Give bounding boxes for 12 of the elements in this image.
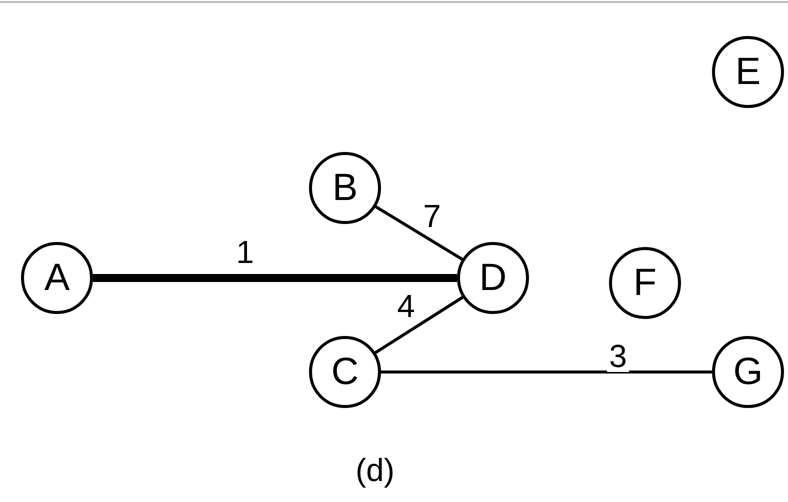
graph-node-circle: B	[309, 152, 381, 224]
connector-line	[93, 274, 457, 282]
graph-node-circle: A	[21, 242, 93, 314]
connector-line	[381, 370, 712, 374]
graph-node-circle: E	[712, 36, 784, 108]
caption: (d)	[355, 452, 395, 489]
connector-line	[374, 205, 464, 261]
graph-node-circle: C	[309, 336, 381, 408]
graph-node-circle: G	[712, 336, 784, 408]
graph-node-circle: F	[609, 247, 681, 319]
graph-node-circle: D	[457, 242, 529, 314]
connector-line	[374, 296, 464, 354]
